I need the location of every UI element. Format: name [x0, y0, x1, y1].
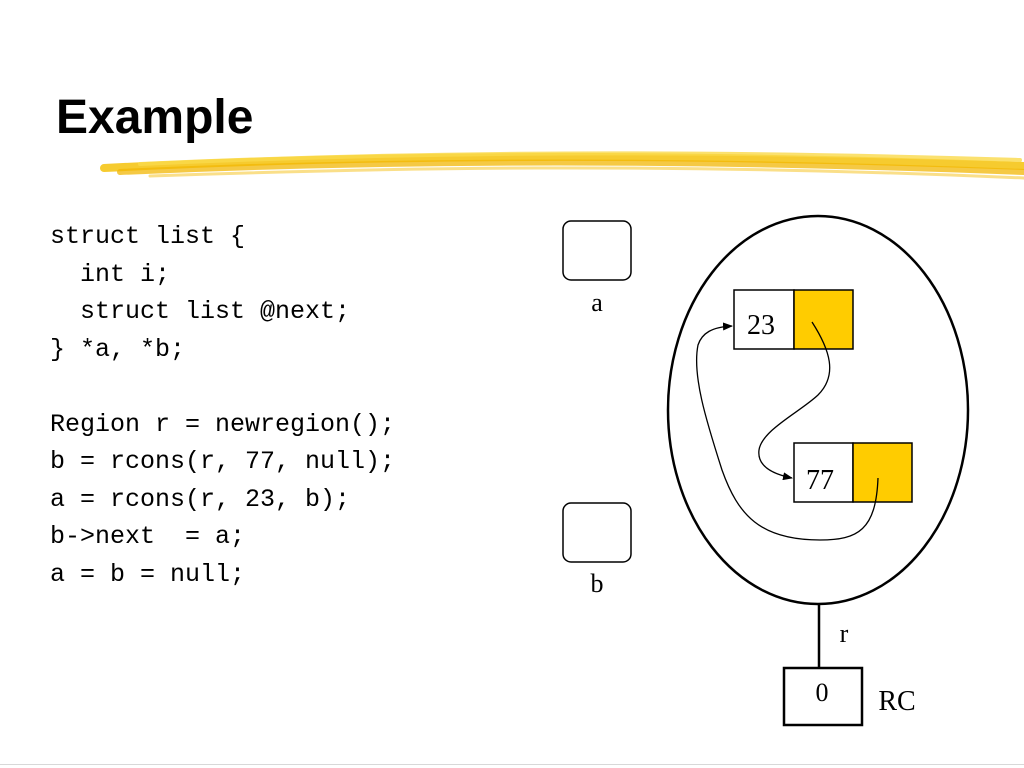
pointer-a-box — [562, 220, 632, 281]
pointer-a-label: a — [591, 288, 603, 317]
footer-divider — [0, 764, 1024, 765]
node-23-value-cell — [733, 289, 795, 350]
next-pointer-arrow-23-to-77 — [758, 321, 831, 481]
node-77-value: 77 — [806, 465, 834, 496]
code-line: Region r = newregion(); — [50, 409, 396, 439]
pointer-b-label: b — [591, 569, 604, 598]
code-line: struct list @next; — [50, 297, 351, 326]
code-line: b = rcons(r, 77, null); — [50, 447, 396, 476]
region-label: r — [840, 619, 849, 648]
refcount-box — [782, 666, 864, 727]
code-line: a = rcons(r, 23, b); — [50, 484, 351, 514]
code-line: a = b = null; — [50, 559, 246, 589]
refcount-label: RC — [878, 686, 915, 717]
next-pointer-arrow-77-to-23 — [695, 322, 879, 541]
code-line: int i; — [50, 259, 171, 289]
code-line: } *a, *b; — [50, 334, 186, 364]
slide-title: Example — [56, 91, 254, 144]
region-ellipse — [666, 214, 970, 606]
code-block: struct list { int i; struct list @next;}… — [50, 218, 395, 593]
code-line: struct list { — [50, 222, 246, 251]
node-23-next-cell — [793, 289, 854, 350]
node-23-value: 23 — [747, 310, 775, 341]
pointer-b-box — [562, 502, 632, 563]
node-77-next-cell — [852, 442, 913, 503]
refcount-value: 0 — [816, 678, 829, 707]
code-line: b->next = a; — [50, 522, 246, 551]
node-77-value-cell — [793, 442, 854, 503]
title-underline-stroke — [100, 151, 1024, 180]
